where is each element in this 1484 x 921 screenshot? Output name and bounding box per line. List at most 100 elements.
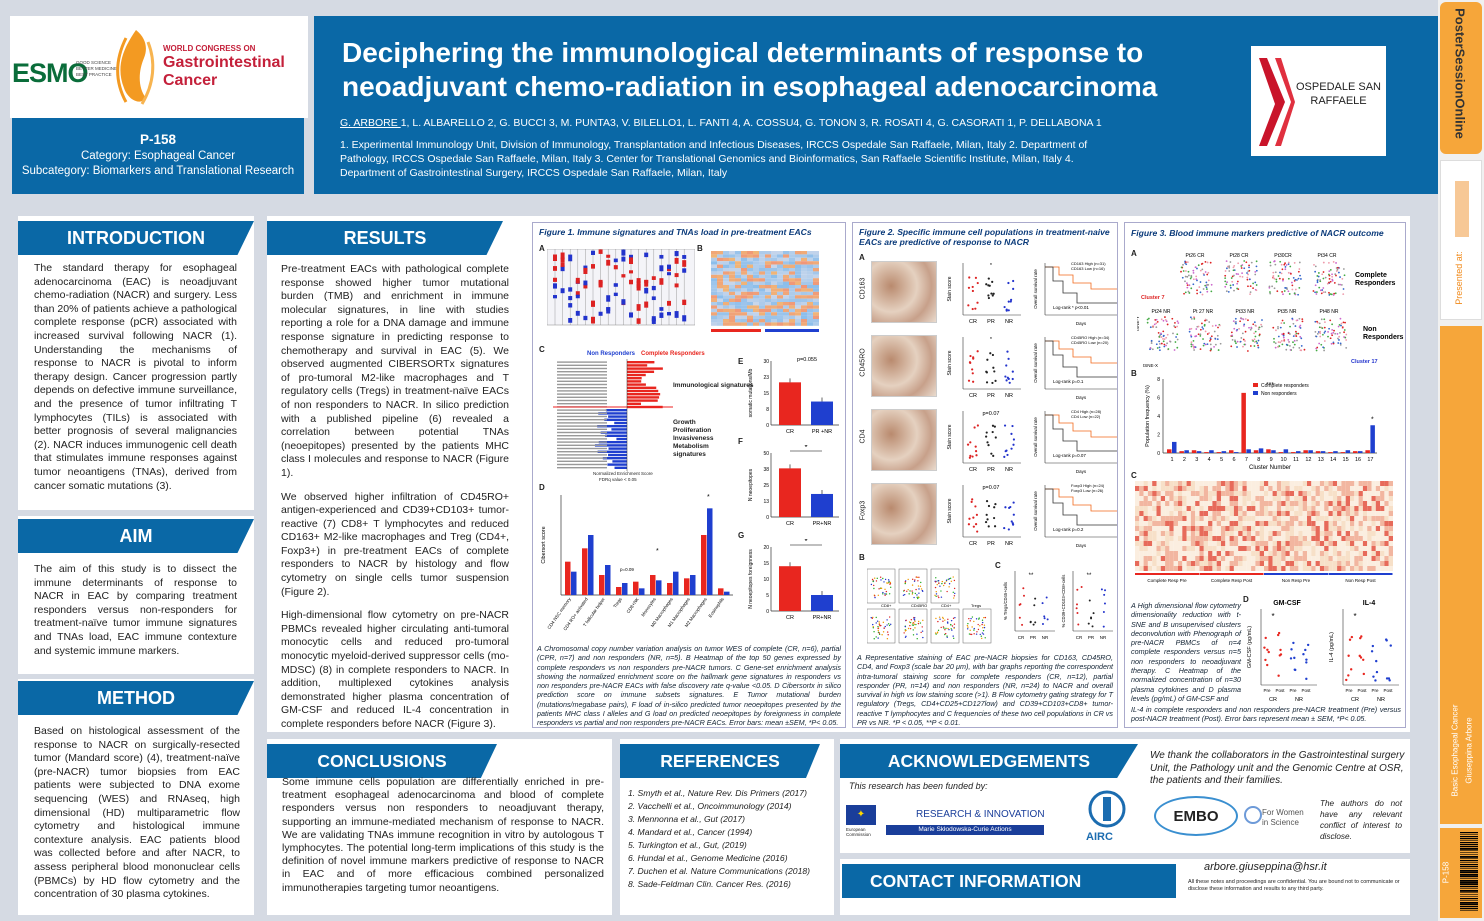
tsne-point (1327, 261, 1330, 264)
tsne-point (1255, 269, 1258, 272)
x-axis-label: Cluster Number (1249, 465, 1291, 471)
heatmap-cell (1186, 526, 1191, 531)
legend-low: CD163 Low (n=16) (1071, 266, 1105, 271)
data-point (1375, 670, 1379, 674)
heatmap-cell (1272, 511, 1277, 516)
heatmap-cell (1328, 521, 1333, 526)
flow-event (979, 633, 981, 636)
tsne-point (1245, 261, 1248, 264)
heatmap-cell (1251, 516, 1256, 521)
bar-cr (1204, 452, 1209, 453)
flow-event (885, 590, 888, 593)
tsne-point (1211, 325, 1214, 327)
heatmap-cell (1285, 486, 1290, 491)
heatmap-cell (1259, 521, 1264, 526)
gsea-bar (627, 367, 663, 370)
tsne-point (1182, 270, 1185, 272)
cnv-segment (682, 299, 687, 306)
tsne-point (1331, 323, 1334, 326)
heatmap-cell (1143, 501, 1148, 506)
gsea-term-label (557, 425, 607, 427)
tsne-point (1278, 345, 1281, 347)
heatmap-cell (1259, 501, 1264, 506)
heatmap-cell (1233, 531, 1239, 536)
heatmap-cell (1251, 491, 1256, 496)
tsne-point (1176, 333, 1179, 336)
tsne-point (1158, 346, 1161, 349)
tsne-point (1293, 292, 1296, 295)
data-point (1276, 633, 1280, 637)
tsne-point (1166, 342, 1168, 345)
heatmap-cell (1182, 516, 1187, 521)
heatmap-cell (735, 268, 741, 272)
heatmap-cell (1195, 491, 1200, 496)
heatmap-cell (1143, 526, 1148, 531)
flow-event (935, 590, 937, 593)
flow-event (917, 596, 920, 598)
bar (779, 382, 801, 425)
heatmap-cell (807, 281, 813, 285)
heatmap-cell (1264, 506, 1269, 511)
barcode-bar (1460, 836, 1478, 838)
tsne-point (1185, 263, 1188, 266)
heatmap-cell (765, 268, 771, 272)
barcode-bar (1460, 894, 1478, 895)
heatmap-cell (1362, 516, 1368, 521)
heatmap-cell (1156, 501, 1161, 506)
heatmap-cell (1178, 491, 1183, 496)
heatmap-cell (807, 322, 813, 326)
tsne-point (1295, 319, 1298, 322)
tsne-point (1181, 276, 1184, 279)
heatmap-cell (1216, 521, 1221, 526)
heatmap-cell (1190, 506, 1196, 511)
heatmap-cell (1212, 536, 1217, 541)
data-point (976, 281, 979, 285)
heatmap-cell (729, 285, 735, 289)
flow-event (882, 621, 885, 624)
heatmap-cell (711, 288, 717, 292)
tsne-point (1319, 279, 1322, 281)
tsne-point (1228, 270, 1231, 272)
tsne-point (1282, 278, 1284, 281)
barcode-bar (1460, 884, 1478, 886)
heatmap-cell (1380, 496, 1385, 501)
heatmap-cell (1307, 566, 1312, 571)
heatmap-cell (735, 254, 741, 258)
tsne-point (1301, 320, 1304, 323)
heatmap-cell (1212, 506, 1217, 511)
heatmap-cell (729, 291, 735, 296)
data-point (969, 454, 972, 457)
gsea-bar (627, 389, 659, 393)
flow-event (981, 637, 983, 640)
tsne-point (1298, 326, 1301, 328)
tsne-point (1190, 335, 1193, 338)
flow-plot (867, 568, 896, 604)
heatmap-cell (1195, 496, 1200, 501)
data-point (1007, 357, 1010, 360)
heatmap-cell (789, 295, 795, 299)
brand-tab[interactable]: PosterSessionOnline (1440, 2, 1482, 154)
tsne-point (1337, 271, 1340, 274)
heatmap-cell (735, 264, 741, 268)
heatmap-cell (1238, 491, 1243, 496)
heatmap-cell (1152, 521, 1157, 526)
heatmap-cell (1380, 551, 1385, 556)
contact-email[interactable]: arbore.giuseppina@hsr.it (1204, 861, 1327, 873)
heatmap-cell (1319, 511, 1325, 516)
flow-event (954, 616, 956, 619)
heatmap-cell (1225, 501, 1230, 506)
heatmap-cell (1354, 501, 1359, 506)
heatmap-cell (1152, 541, 1157, 546)
dotplot-title: IL-4 (1363, 600, 1376, 607)
heatmap-cell (1337, 566, 1342, 571)
heatmap-cell (771, 274, 777, 279)
heatmap-cell (1341, 481, 1346, 486)
x-tick-label: NR (1005, 319, 1013, 325)
heatmap-cell (777, 254, 783, 258)
heatmap-cell (1199, 516, 1204, 521)
heatmap-cell (1178, 521, 1183, 526)
tsne-point (1279, 271, 1281, 274)
heatmap-cell (1173, 536, 1178, 541)
heatmap-cell (1143, 556, 1148, 561)
